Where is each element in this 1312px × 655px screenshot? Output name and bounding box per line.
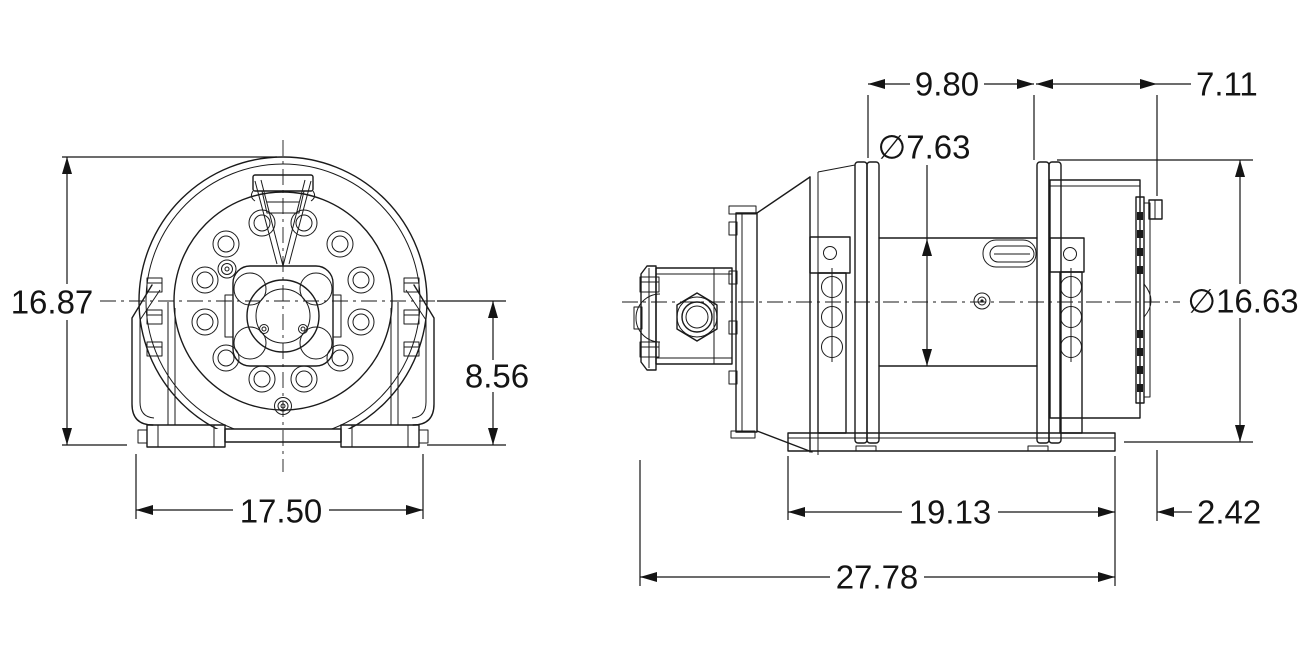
base-plate-side bbox=[787, 432, 1116, 452]
grease-fitting-front bbox=[217, 259, 237, 279]
bolt-ring bbox=[191, 209, 375, 393]
hydraulic-motor bbox=[633, 265, 733, 371]
drum-right-flange bbox=[1036, 161, 1062, 444]
drum-barrel bbox=[878, 237, 1038, 367]
brake-housing bbox=[1049, 179, 1141, 419]
dim-overall-length-label: 27.78 bbox=[836, 559, 919, 596]
dim-overall-height-label: 16.87 bbox=[11, 284, 94, 321]
mounting-flange bbox=[728, 205, 758, 439]
dim-center-height: 8.56 bbox=[427, 300, 529, 446]
dim-barrel-diameter-label: ∅7.63 bbox=[878, 129, 971, 166]
dim-rear-overhang-label: 2.42 bbox=[1197, 494, 1261, 531]
dim-flange-diameter-label: ∅16.63 bbox=[1187, 283, 1298, 320]
base-feet-front bbox=[137, 424, 429, 448]
rope-anchor-pocket bbox=[982, 239, 1037, 268]
motor-port-fitting bbox=[676, 292, 718, 342]
dim-base-length-label: 19.13 bbox=[909, 494, 992, 531]
dim-end-length: 7.11 bbox=[1036, 66, 1258, 196]
dim-drum-length-label: 9.80 bbox=[915, 66, 979, 103]
grease-fitting-side bbox=[973, 292, 991, 310]
shaft-end-bump bbox=[1143, 283, 1152, 318]
drum-flange-front bbox=[138, 156, 428, 429]
dim-base-length: 19.13 bbox=[787, 456, 1116, 586]
drum-left-flange bbox=[854, 161, 880, 444]
top-clamp bbox=[250, 174, 316, 214]
dim-rear-overhang: 2.42 bbox=[1156, 450, 1261, 531]
tensioner-arms bbox=[254, 179, 312, 267]
mount-side-tab-right bbox=[332, 294, 342, 338]
mount-side-tab-left bbox=[224, 294, 234, 338]
motor-end-nub bbox=[633, 306, 643, 330]
dim-end-length-label: 7.11 bbox=[1196, 66, 1258, 103]
dim-base-width-label: 17.50 bbox=[240, 493, 323, 530]
dim-flange-diameter: ∅16.63 bbox=[1057, 159, 1299, 443]
dim-base-width: 17.50 bbox=[135, 454, 424, 530]
left-bracket-front bbox=[131, 277, 176, 426]
dim-overall-height: 16.87 bbox=[11, 156, 277, 446]
end-cover-bolt bbox=[1148, 199, 1163, 220]
side-view: 9.80 7.11 ∅7.63 ∅16.63 bbox=[622, 66, 1299, 596]
drain-fitting bbox=[274, 397, 292, 415]
dim-center-height-label: 8.56 bbox=[465, 358, 529, 395]
dim-barrel-diameter: ∅7.63 bbox=[878, 129, 971, 366]
end-cover bbox=[1135, 196, 1163, 404]
front-view: 16.87 8.56 17.50 bbox=[11, 140, 529, 530]
dim-drum-length: 9.80 bbox=[867, 66, 1035, 160]
dim-overall-length: 27.78 bbox=[639, 460, 1115, 596]
